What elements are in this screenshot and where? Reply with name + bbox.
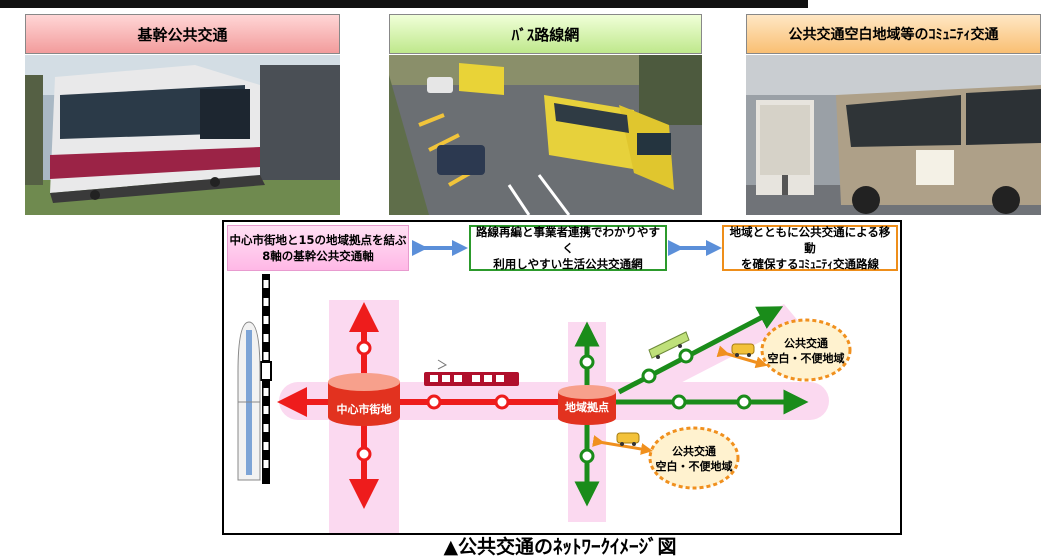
header-trunk-transit: 基幹公共交通 — [25, 14, 340, 54]
community-van-photo — [746, 55, 1041, 215]
bus-icon — [648, 331, 690, 359]
blank-area-1-label: 公共交通 空白・不便地域 — [764, 336, 848, 366]
concept-box-trunk-line1: 中心市街地と15の地域拠点を結ぶ — [229, 233, 407, 247]
blank-area-1-line2: 空白・不便地域 — [767, 352, 845, 365]
center-hub — [328, 373, 400, 426]
community-route-2 — [592, 435, 653, 455]
blank-area-1-line1: 公共交通 — [784, 337, 828, 350]
bus-stops — [579, 348, 752, 464]
blank-area-2-circle — [648, 426, 740, 490]
community-taxi-icon-2 — [616, 432, 640, 446]
tram-photo — [25, 55, 340, 215]
concept-box-bus-line2: 利用しやすい生活公共交通網 — [493, 257, 643, 271]
regional-hub-label: 地域拠点 — [565, 401, 609, 414]
blank-area-2-line2: 空白・不便地域 — [655, 460, 733, 473]
concept-box-trunk-line2: 8軸の基幹公共交通軸 — [262, 249, 374, 263]
network-image-panel: 中心市街地と15の地域拠点を結ぶ 8軸の基幹公共交通軸 路線再編と事業者連携でわ… — [222, 220, 902, 535]
bus-photo — [389, 55, 702, 215]
shinkansen-icon — [237, 321, 261, 481]
trunk-stops — [356, 340, 510, 462]
concept-box-community-line1: 地域とともに公共交通による移動 — [729, 225, 891, 255]
blank-area-2-line1: 公共交通 — [672, 445, 716, 458]
center-hub-label: 中心市街地 — [336, 403, 392, 416]
concept-box-trunk: 中心市街地と15の地域拠点を結ぶ 8軸の基幹公共交通軸 — [227, 225, 409, 271]
figure-caption: ▲公共交通のﾈｯﾄﾜｰｸｲﾒｰｼﾞ図 — [443, 536, 677, 558]
network-diagram — [237, 240, 852, 533]
blank-area-1-circle — [760, 318, 852, 382]
concept-box-community-line2: を確保するｺﾐｭﾆﾃｨ交通路線 — [741, 257, 879, 271]
header-bus-network: ﾊﾞｽ路線網 — [389, 14, 702, 54]
concept-box-bus-line1: 路線再編と事業者連携でわかりやすく — [476, 225, 660, 255]
pink-band-diagonal — [616, 304, 799, 412]
community-route-1 — [716, 345, 768, 369]
tram-icon — [424, 359, 519, 386]
railway-line — [260, 274, 272, 484]
top-bar — [0, 0, 808, 8]
concept-box-bus: 路線再編と事業者連携でわかりやすく 利用しやすい生活公共交通網 — [469, 225, 667, 271]
regional-hub — [558, 385, 616, 425]
concept-box-community: 地域とともに公共交通による移動 を確保するｺﾐｭﾆﾃｨ交通路線 — [722, 225, 898, 271]
blank-area-2-label: 公共交通 空白・不便地域 — [652, 444, 736, 474]
community-taxi-icon-1 — [731, 343, 755, 357]
header-community-transit: 公共交通空白地域等のｺﾐｭﾆﾃｨ交通 — [746, 14, 1041, 54]
